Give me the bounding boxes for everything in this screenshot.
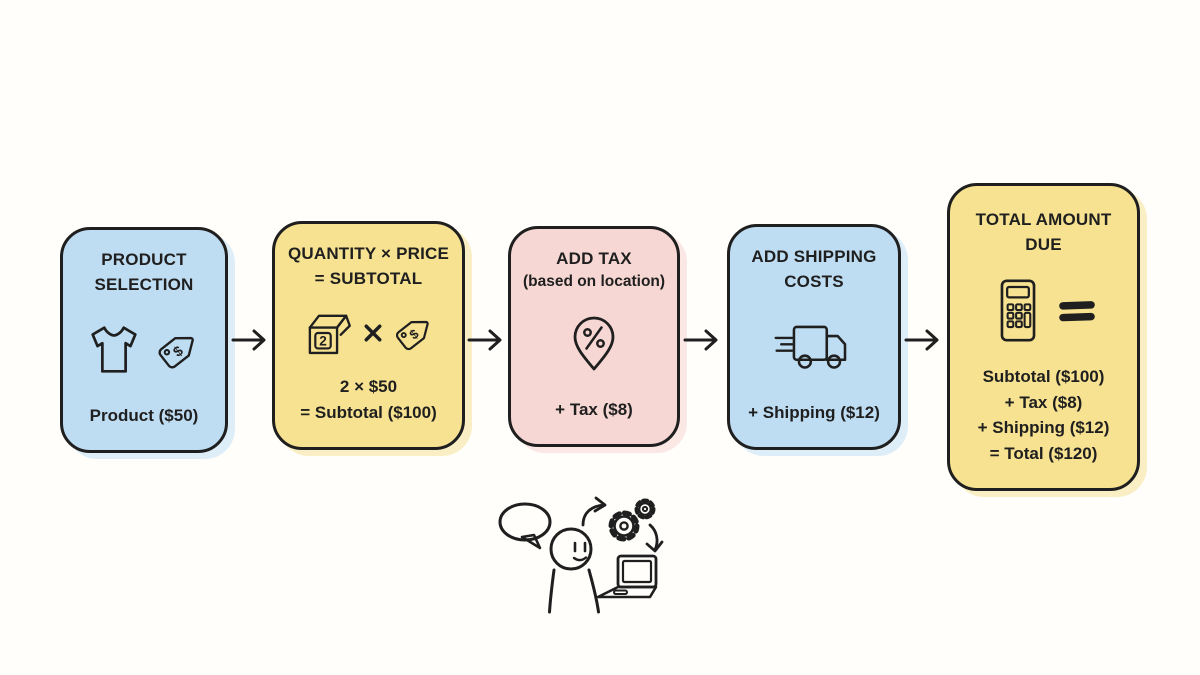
step-caption: + Tax ($8) <box>555 399 633 419</box>
flow-arrow-icon <box>683 329 718 351</box>
step-icon-row: $ <box>83 297 205 402</box>
curved-arrow-down-icon <box>645 523 664 553</box>
package-quantity-label: 2 <box>319 333 327 348</box>
price-tag-icon: $ <box>158 336 194 369</box>
flow-arrow-icon <box>231 329 266 351</box>
step-card-quantity-price: QUANTITY × PRICE = SUBTOTAL 2 $ 2 × $50 … <box>272 221 465 450</box>
step-caption: 2 × $50 = Subtotal ($100) <box>300 377 437 422</box>
step-title: QUANTITY × PRICE = SUBTOTAL <box>287 244 450 288</box>
flow-arrow-icon <box>904 329 939 351</box>
step-caption: Product ($50) <box>89 405 199 425</box>
step-card-add-tax: ADD TAX (based on location) + Tax ($8) <box>508 226 680 447</box>
step-icon-row <box>562 291 626 397</box>
step-title: TOTAL AMOUNT DUE <box>975 210 1112 254</box>
step-title-block: ADD TAX (based on location) <box>523 247 665 291</box>
step-card-total-due: TOTAL AMOUNT DUE Subtotal ($100) + Tax (… <box>947 183 1140 491</box>
tshirt-icon <box>91 326 137 373</box>
delivery-truck-icon <box>774 325 847 369</box>
tag-dollar-symbol: $ <box>406 325 422 342</box>
curved-arrow-up-icon <box>581 496 607 527</box>
speech-bubble-icon <box>498 502 552 550</box>
step-card-product-selection: PRODUCT SELECTION $ Product ($50) <box>60 227 228 453</box>
step-title: ADD TAX <box>556 249 632 268</box>
multiply-icon <box>364 324 381 342</box>
calculator-icon <box>1000 279 1035 342</box>
price-tag-icon: $ <box>395 320 429 350</box>
step-subtitle: (based on location) <box>522 272 666 290</box>
person-icon <box>548 527 600 614</box>
gears-icon <box>608 498 656 542</box>
laptop-icon <box>596 554 658 599</box>
step-title: PRODUCT SELECTION <box>94 250 194 294</box>
step-caption: Subtotal ($100) + Tax ($8) + Shipping ($… <box>977 367 1110 463</box>
step-caption: + Shipping ($12) <box>748 402 880 422</box>
equals-icon <box>1058 300 1095 321</box>
flow-arrow-icon <box>467 329 502 351</box>
step-icon-row: 2 $ <box>299 291 439 374</box>
checkout-doodle <box>498 496 664 614</box>
step-icon-row <box>991 257 1097 364</box>
step-icon-row <box>766 294 862 399</box>
step-card-add-shipping: ADD SHIPPING COSTS + Shipping ($12) <box>727 224 901 450</box>
step-title: ADD SHIPPING COSTS <box>751 247 877 291</box>
package-icon: 2 <box>308 314 351 354</box>
tax-location-pin-icon <box>573 316 615 370</box>
